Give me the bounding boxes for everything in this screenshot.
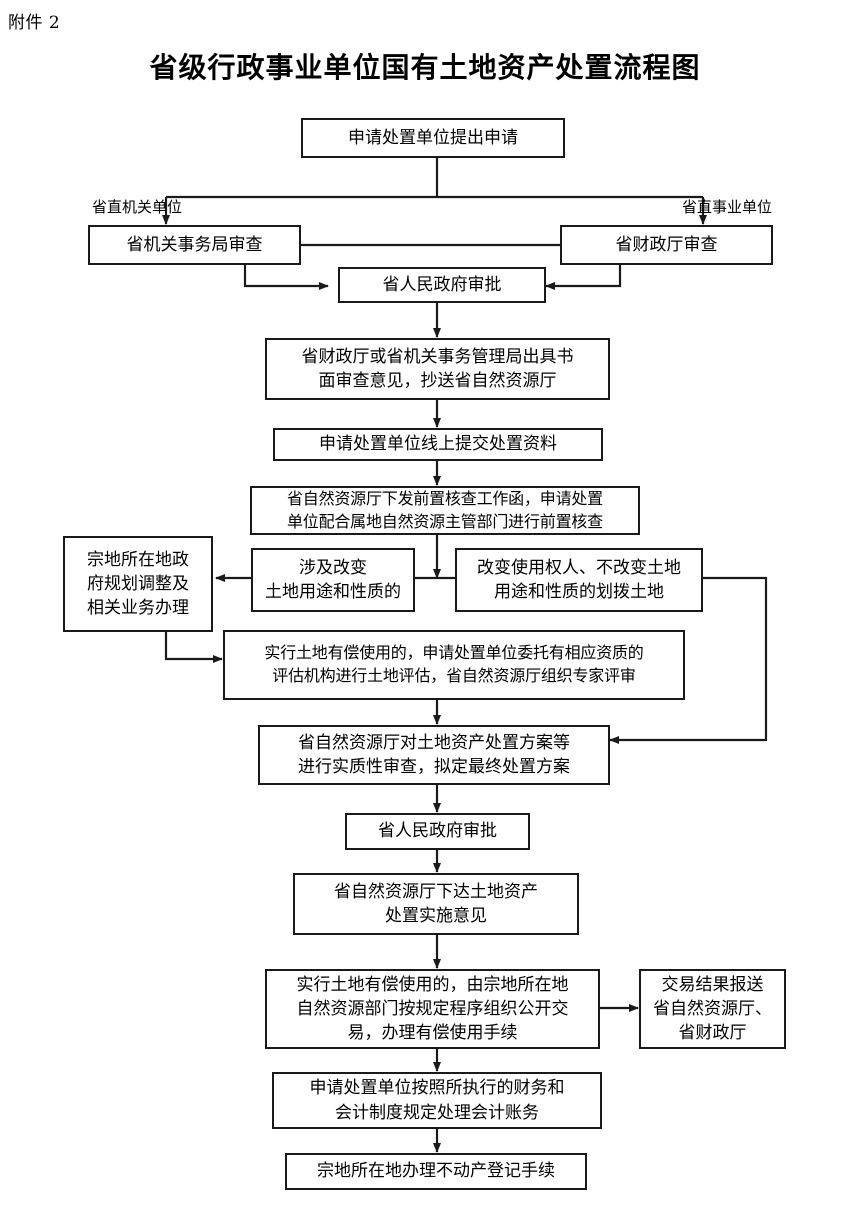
node-precheck-letter[interactable]: 省自然资源厅下发前置核查工作函，申请处置 单位配合属地自然资源主管部门进行前置核… (250, 486, 640, 535)
attachment-label: 附件 2 (8, 13, 61, 33)
node-accounting-treatment[interactable]: 申请处置单位按照所执行的财务和 会计制度规定处理会计账务 (272, 1072, 602, 1129)
node-provincial-gov-approval-1[interactable]: 省人民政府审批 (338, 267, 546, 303)
node-issue-implementation-opinion[interactable]: 省自然资源厅下达土地资产 处置实施意见 (293, 873, 579, 935)
edge-left-review-to-approve (243, 265, 329, 290)
edge-label-right-branch: 省直事业单位 (682, 198, 773, 216)
node-written-review-opinion[interactable]: 省财政厅或省机关事务管理局出具书 面审查意见，抄送省自然资源厅 (265, 338, 610, 400)
node-public-transaction[interactable]: 实行土地有偿使用的，由宗地所在地 自然资源部门按规定程序组织公开交 易，办理有偿… (265, 969, 600, 1049)
node-change-land-use[interactable]: 涉及改变 土地用途和性质的 (251, 548, 415, 612)
node-affairs-bureau-review[interactable]: 省机关事务局审查 (88, 225, 301, 265)
node-plan-adjustment[interactable]: 宗地所在地政 府规划调整及 相关业务办理 (63, 536, 213, 632)
node-finance-dept-review[interactable]: 省财政厅审查 (560, 225, 773, 265)
page-title: 省级行政事业单位国有土地资产处置流程图 (149, 51, 701, 84)
node-paid-use-evaluation[interactable]: 实行土地有偿使用的，申请处置单位委托有相应资质的 评估机构进行土地评估，省自然资… (223, 630, 685, 700)
node-property-registration[interactable]: 宗地所在地办理不动产登记手续 (285, 1153, 587, 1190)
edge-planadjust-to-eval (164, 632, 223, 663)
edge-label-left-branch: 省直机关单位 (92, 198, 183, 216)
node-online-submit-materials[interactable]: 申请处置单位线上提交处置资料 (273, 428, 603, 461)
edge-right-review-to-approve (545, 265, 622, 290)
node-apply-submit[interactable]: 申请处置单位提出申请 (301, 118, 565, 158)
node-substantive-review[interactable]: 省自然资源厅对土地资产处置方案等 进行实质性审查，拟定最终处置方案 (258, 725, 610, 785)
node-provincial-gov-approval-2[interactable]: 省人民政府审批 (345, 813, 530, 850)
edge-changeholder-to-review (609, 576, 768, 744)
node-change-right-holder[interactable]: 改变使用权人、不改变土地 用途和性质的划拨土地 (455, 548, 703, 612)
node-report-transaction-result[interactable]: 交易结果报送 省自然资源厅、 省财政厅 (639, 969, 786, 1049)
